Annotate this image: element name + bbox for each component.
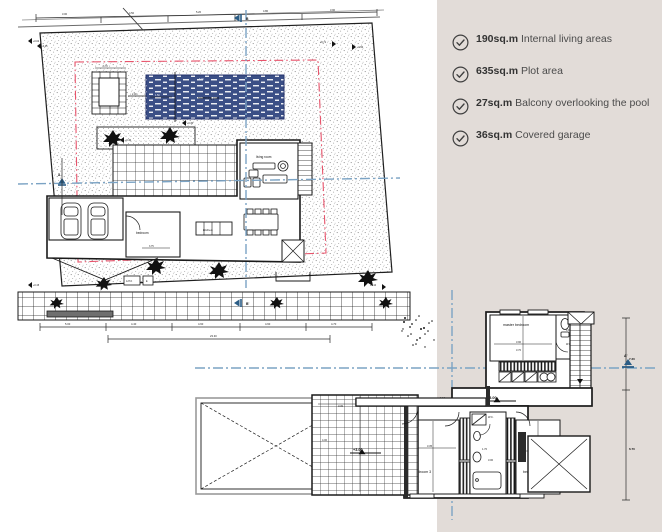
section-marker-b-bottom: B' bbox=[234, 299, 249, 307]
shrub-dots bbox=[401, 319, 430, 346]
dining-furniture bbox=[243, 208, 279, 236]
car-symbol bbox=[87, 202, 109, 240]
svg-text:4.50: 4.50 bbox=[129, 11, 135, 15]
driveway bbox=[51, 257, 159, 281]
svg-text:+0.02: +0.02 bbox=[33, 40, 40, 43]
tree-symbol bbox=[95, 277, 113, 291]
svg-text:23.30: 23.30 bbox=[210, 334, 217, 338]
site-plan-group: 3.00 4.50 5.20 4.80 3.90 swimming pool 8.0… bbox=[17, 7, 430, 346]
living-room-furniture bbox=[243, 160, 289, 188]
feature-amount: 635sq.m bbox=[476, 65, 519, 77]
svg-text:5.00: 5.00 bbox=[65, 322, 71, 326]
check-circle-icon bbox=[452, 130, 469, 147]
svg-text:8.00: 8.00 bbox=[199, 78, 204, 81]
svg-text:B': B' bbox=[246, 302, 249, 306]
tree-symbol bbox=[146, 258, 166, 275]
door-swing bbox=[125, 215, 141, 231]
feature-label: Plot area bbox=[520, 65, 563, 77]
section-axis bbox=[17, 10, 401, 288]
svg-text:+0.30: +0.30 bbox=[187, 122, 194, 125]
tree-symbol bbox=[49, 297, 64, 309]
gate bbox=[275, 272, 311, 282]
section-marker-a: A bbox=[58, 158, 66, 215]
svg-text:2.00: 2.00 bbox=[132, 93, 137, 96]
feature-text: 27sq.m Balcony overlooking the pool bbox=[476, 97, 649, 110]
svg-text:E: E bbox=[146, 280, 148, 283]
street-line bbox=[17, 16, 381, 28]
tree-symbol bbox=[209, 262, 229, 279]
feature-text: 190sq.m Internal living areas bbox=[476, 33, 612, 46]
svg-text:4.80: 4.80 bbox=[263, 9, 269, 13]
top-dimension-line bbox=[35, 9, 378, 23]
feature-label: Covered garage bbox=[515, 129, 591, 141]
pool-label: swimming pool bbox=[198, 96, 219, 100]
check-circle-icon bbox=[452, 66, 469, 83]
svg-text:1.50: 1.50 bbox=[155, 94, 160, 97]
tree-symbol bbox=[358, 270, 378, 287]
stair-run bbox=[297, 142, 313, 196]
tree-symbol bbox=[160, 127, 180, 144]
living-room-label: living room bbox=[256, 155, 272, 159]
svg-text:B: B bbox=[246, 17, 249, 21]
street-tick bbox=[122, 7, 144, 31]
feature-amount: 27sq.m bbox=[476, 97, 513, 109]
feature-label: Internal living areas bbox=[520, 33, 613, 45]
svg-text:3.70: 3.70 bbox=[103, 65, 108, 68]
feature-label: Balcony overlooking the pool bbox=[515, 97, 650, 109]
feature-amount: 36sq.m bbox=[476, 129, 513, 141]
svg-text:A.H.K: A.H.K bbox=[126, 280, 133, 283]
svg-text:4.40: 4.40 bbox=[131, 322, 137, 326]
svg-text:4.60: 4.60 bbox=[198, 322, 204, 326]
garage bbox=[48, 197, 124, 241]
svg-text:+0.30: +0.30 bbox=[125, 139, 132, 142]
tree-symbol bbox=[378, 297, 393, 309]
kitchen-label: kitchen bbox=[203, 228, 213, 232]
svg-text:+0.71: +0.71 bbox=[320, 41, 327, 44]
feature-text: 635sq.m Plot area bbox=[476, 65, 563, 78]
pergola bbox=[91, 71, 127, 115]
level-markers: +0.02 -0.45 +0.71 +0.50 +0.30 +0.30 +0.1… bbox=[28, 38, 386, 290]
feature-item: 635sq.m Plot area bbox=[452, 65, 662, 83]
svg-text:3.75: 3.75 bbox=[149, 245, 154, 248]
svg-text:-0.45: -0.45 bbox=[42, 45, 48, 48]
check-circle-icon bbox=[452, 34, 469, 51]
feature-list: 190sq.m Internal living areas 635sq.m Pl… bbox=[452, 33, 662, 161]
feature-item: 27sq.m Balcony overlooking the pool bbox=[452, 97, 662, 115]
svg-text:A: A bbox=[58, 173, 61, 177]
svg-text:5.20: 5.20 bbox=[196, 10, 202, 14]
bottom-dimension-line bbox=[39, 323, 373, 343]
terrace-paving bbox=[112, 144, 238, 206]
meter-box bbox=[123, 275, 141, 286]
section-marker-b: B bbox=[234, 14, 249, 22]
feature-item: 36sq.m Covered garage bbox=[452, 129, 662, 147]
tree-symbol bbox=[103, 130, 123, 147]
feature-amount: 190sq.m bbox=[476, 33, 519, 45]
tree-symbol bbox=[269, 297, 284, 309]
living-room bbox=[239, 142, 299, 200]
svg-text:3.90: 3.90 bbox=[330, 8, 336, 12]
car-symbol bbox=[60, 202, 82, 240]
svg-text:4.60: 4.60 bbox=[265, 322, 271, 326]
feature-item: 190sq.m Internal living areas bbox=[452, 33, 662, 51]
svg-text:+0.15: +0.15 bbox=[33, 284, 40, 287]
svg-text:4.70: 4.70 bbox=[331, 322, 337, 326]
svg-text:3.00: 3.00 bbox=[62, 12, 68, 16]
meter-box-2 bbox=[142, 275, 154, 286]
kerb-ramp bbox=[46, 310, 114, 318]
kitchen-island bbox=[195, 221, 233, 236]
bedroom-label: bedroom bbox=[136, 231, 149, 235]
check-circle-icon bbox=[452, 98, 469, 115]
svg-text:+0.50: +0.50 bbox=[357, 46, 364, 49]
svg-text:+0.10: +0.10 bbox=[370, 284, 377, 287]
feature-text: 36sq.m Covered garage bbox=[476, 129, 590, 142]
